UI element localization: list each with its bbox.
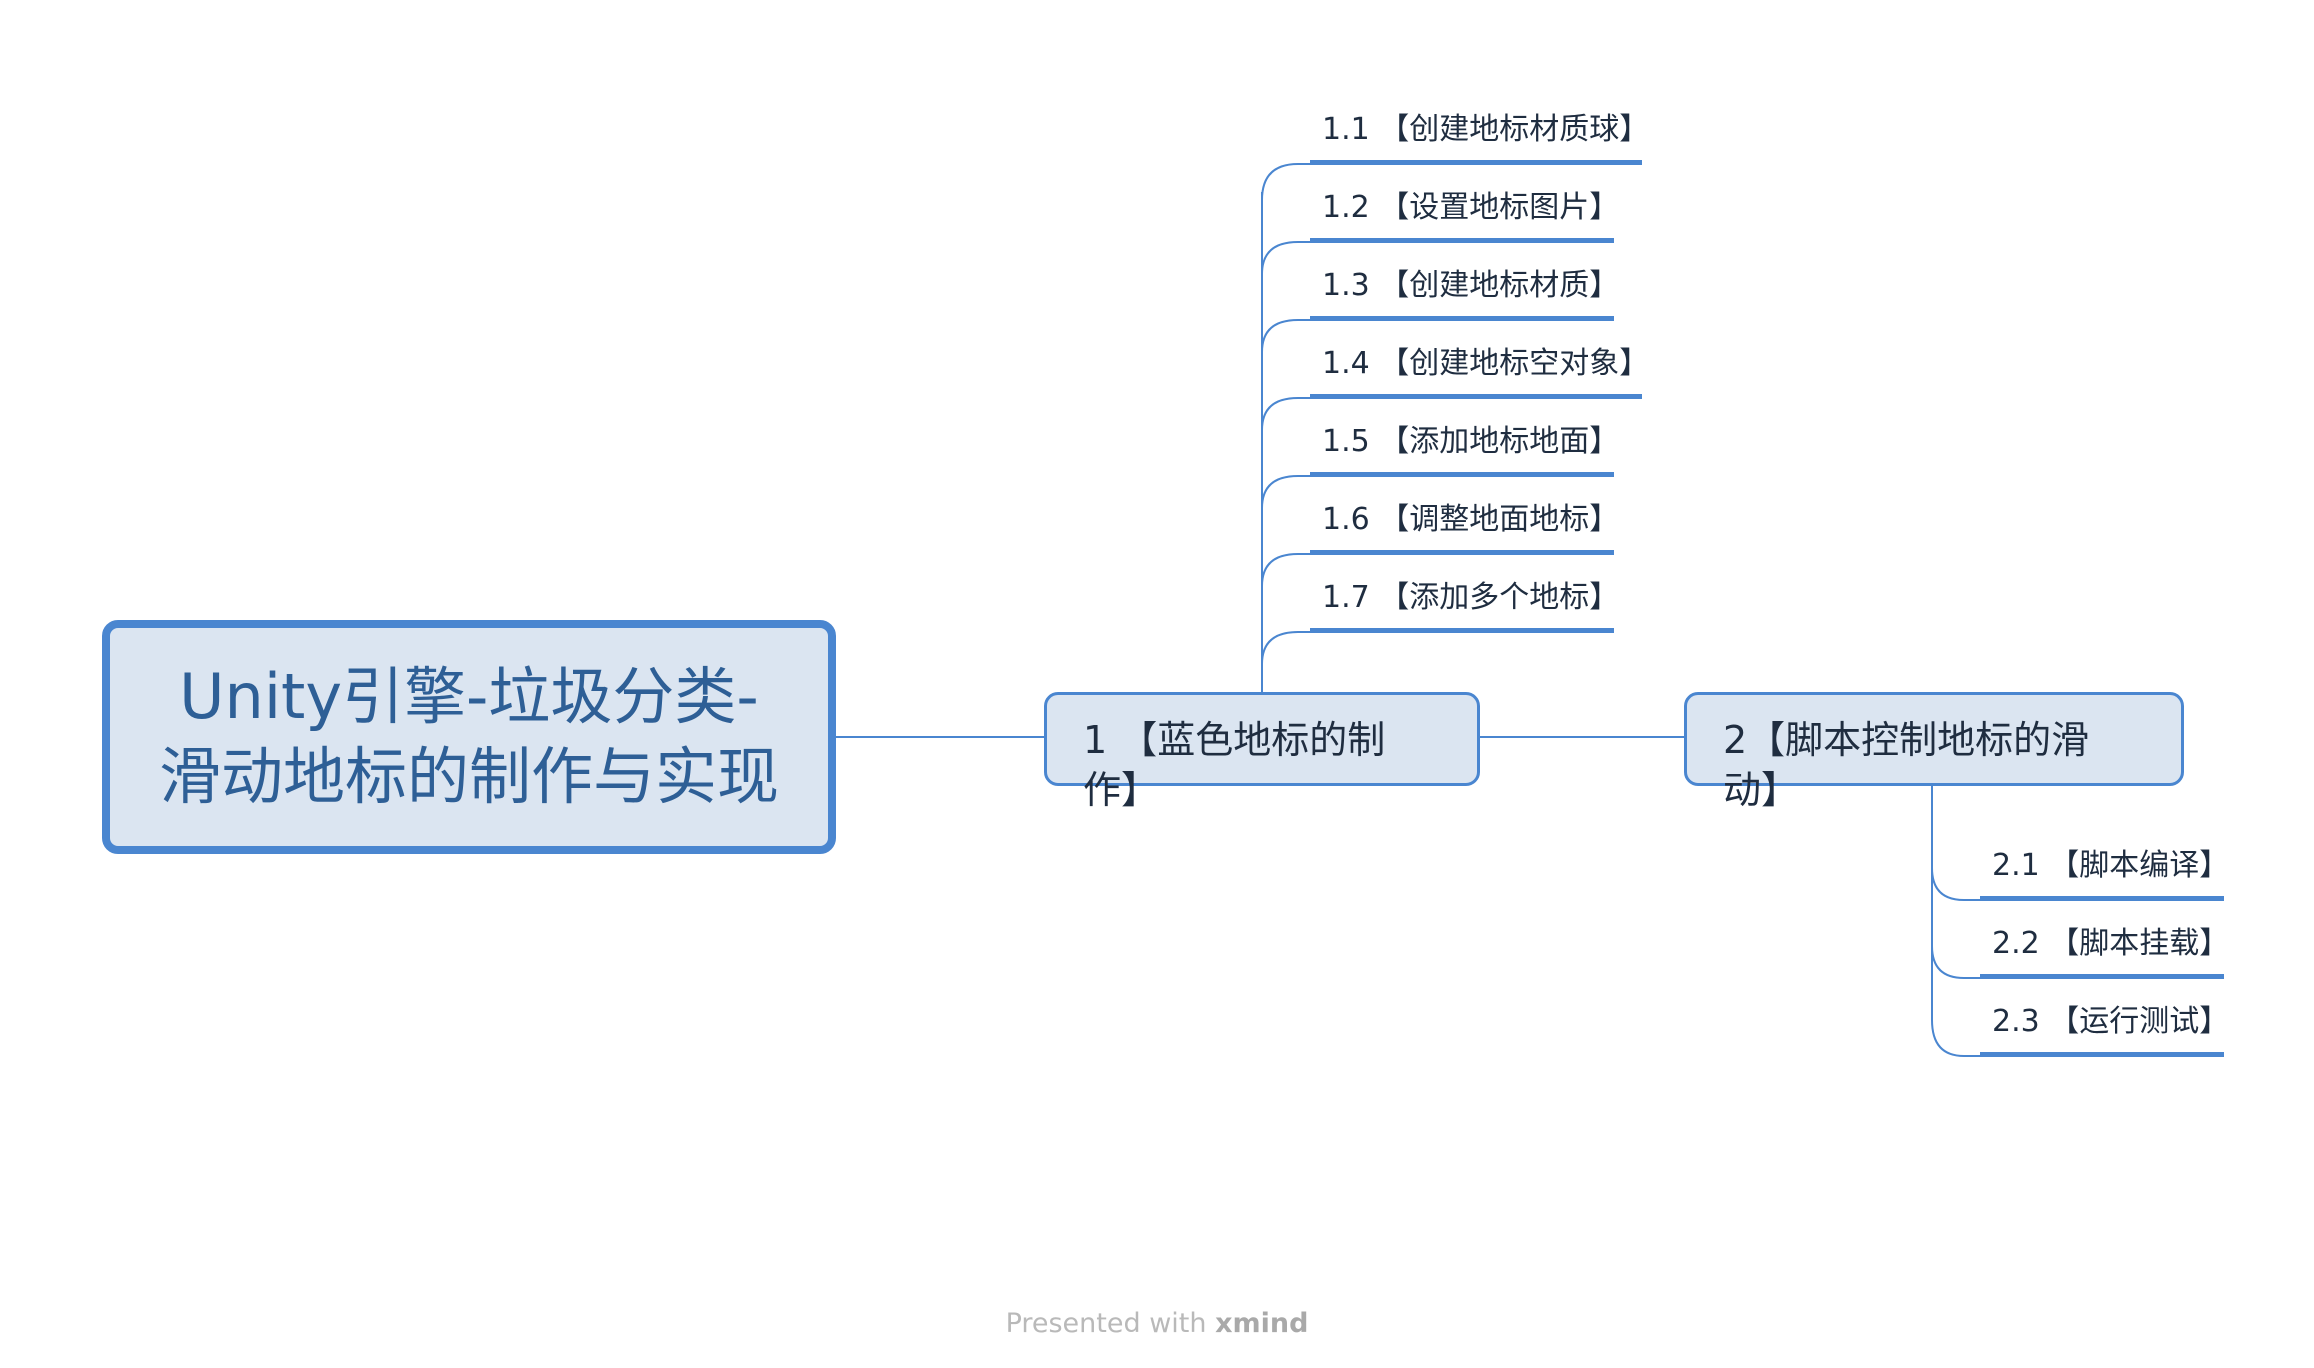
main-topic-blue-landmark[interactable]: 1 【蓝色地标的制作】: [1044, 692, 1480, 812]
central-topic-line-1: Unity引擎-垃圾分类-: [179, 660, 759, 733]
subtopic-1-5[interactable]: 1.5 【添加地标地面】: [1310, 422, 1619, 477]
central-topic[interactable]: Unity引擎-垃圾分类- 滑动地标的制作与实现: [102, 620, 836, 854]
subtopic-2-1[interactable]: 2.1 【脚本编译】: [1980, 846, 2229, 901]
connector-to-1-3: [1261, 319, 1312, 353]
connector-to-1-4: [1261, 397, 1312, 431]
subtopic-2-2[interactable]: 2.2 【脚本挂载】: [1980, 924, 2229, 979]
xmind-logo: xmind: [1215, 1308, 1309, 1339]
subtopic-1-1[interactable]: 1.1 【创建地标材质球】: [1310, 110, 1649, 165]
connector-to-1-5: [1261, 475, 1312, 509]
subtopic-1-3[interactable]: 1.3 【创建地标材质】: [1310, 266, 1619, 321]
connector-to-2-3: [1931, 1019, 1982, 1057]
central-topic-line-2: 滑动地标的制作与实现: [158, 740, 779, 813]
subtopic-1-2[interactable]: 1.2 【设置地标图片】: [1310, 188, 1619, 243]
subtopic-1-7[interactable]: 1.7 【添加多个地标】: [1310, 578, 1619, 633]
subtopic-1-6[interactable]: 1.6 【调整地面地标】: [1310, 500, 1619, 555]
connector-to-1-2: [1261, 241, 1312, 275]
main-topic-script-slide[interactable]: 2【脚本控制地标的滑动】: [1684, 692, 2184, 812]
subtopic-2-3[interactable]: 2.3 【运行测试】: [1980, 1002, 2229, 1057]
connector-to-1-1: [1261, 163, 1312, 201]
footer-prefix: Presented with: [1005, 1308, 1216, 1339]
presented-with-footer: Presented with xmind: [0, 1308, 2314, 1339]
connector-to-1-6: [1261, 553, 1312, 587]
connector-to-2-1: [1931, 867, 1982, 901]
subtopic-1-4[interactable]: 1.4 【创建地标空对象】: [1310, 344, 1649, 399]
connector-to-2-2: [1931, 945, 1982, 979]
connector-to-1-7: [1261, 631, 1312, 665]
